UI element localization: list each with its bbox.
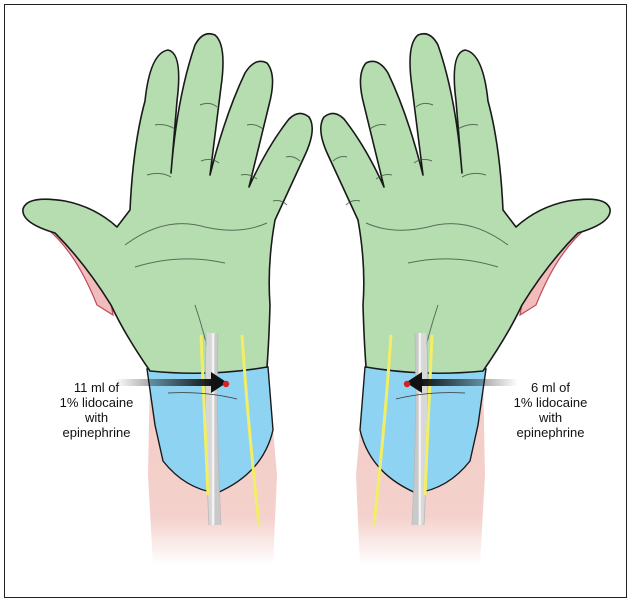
left-injection-point — [223, 381, 229, 387]
left-palm — [23, 34, 312, 374]
left-dose-label: 11 ml of 1% lidocaine with epinephrine — [49, 380, 144, 440]
figure-frame: 11 ml of 1% lidocaine with epinephrine 6… — [4, 4, 627, 598]
left-dose-line2: 1% lidocaine — [49, 395, 144, 410]
right-palm — [321, 34, 610, 374]
left-hand — [23, 34, 312, 565]
right-hand — [321, 34, 610, 565]
right-injection-point — [404, 381, 410, 387]
left-dose-line4: epinephrine — [49, 425, 144, 440]
right-dose-line1: 6 ml of — [503, 380, 598, 395]
right-dose-label: 6 ml of 1% lidocaine with epinephrine — [503, 380, 598, 440]
left-dose-line1: 11 ml of — [49, 380, 144, 395]
left-dose-line3: with — [49, 410, 144, 425]
right-tendon — [418, 333, 422, 525]
right-dose-line3: with — [503, 410, 598, 425]
wrist-block-illustration — [5, 5, 627, 598]
right-dose-line2: 1% lidocaine — [503, 395, 598, 410]
right-dose-line4: epinephrine — [503, 425, 598, 440]
left-tendon — [211, 333, 215, 525]
